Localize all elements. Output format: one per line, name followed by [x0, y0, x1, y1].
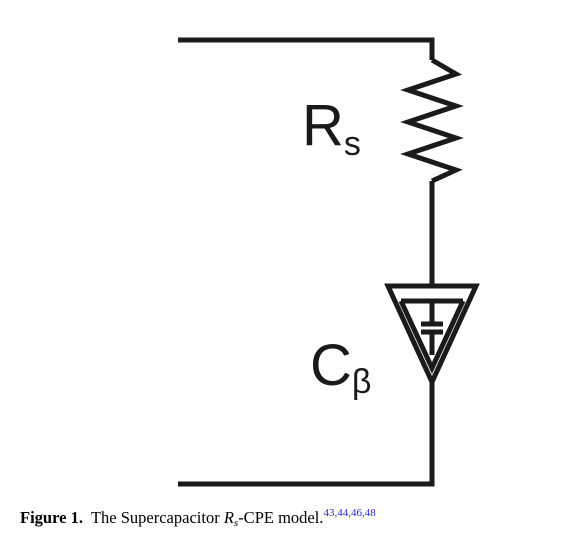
cpe-symbol	[384, 283, 480, 389]
caption-variable-subscript: s	[233, 517, 239, 529]
caption-text-after: -CPE model.	[238, 508, 324, 527]
resistor-symbol	[400, 57, 464, 184]
caption-text-before: The Supercapacitor	[90, 508, 220, 527]
caption-references[interactable]: 43,44,46,48	[323, 507, 376, 519]
bottom-wire	[178, 382, 435, 487]
top-wire	[178, 37, 435, 60]
circuit-diagram: Rs Cβ	[178, 37, 480, 487]
figure-label: Figure 1.	[20, 508, 83, 527]
resistor-label: Rs	[302, 93, 361, 163]
capacitor-label: Cβ	[310, 333, 371, 401]
figure-caption: Figure 1. The Supercapacitor Rs-CPE model…	[20, 507, 560, 529]
caption-variable: R	[223, 508, 234, 527]
